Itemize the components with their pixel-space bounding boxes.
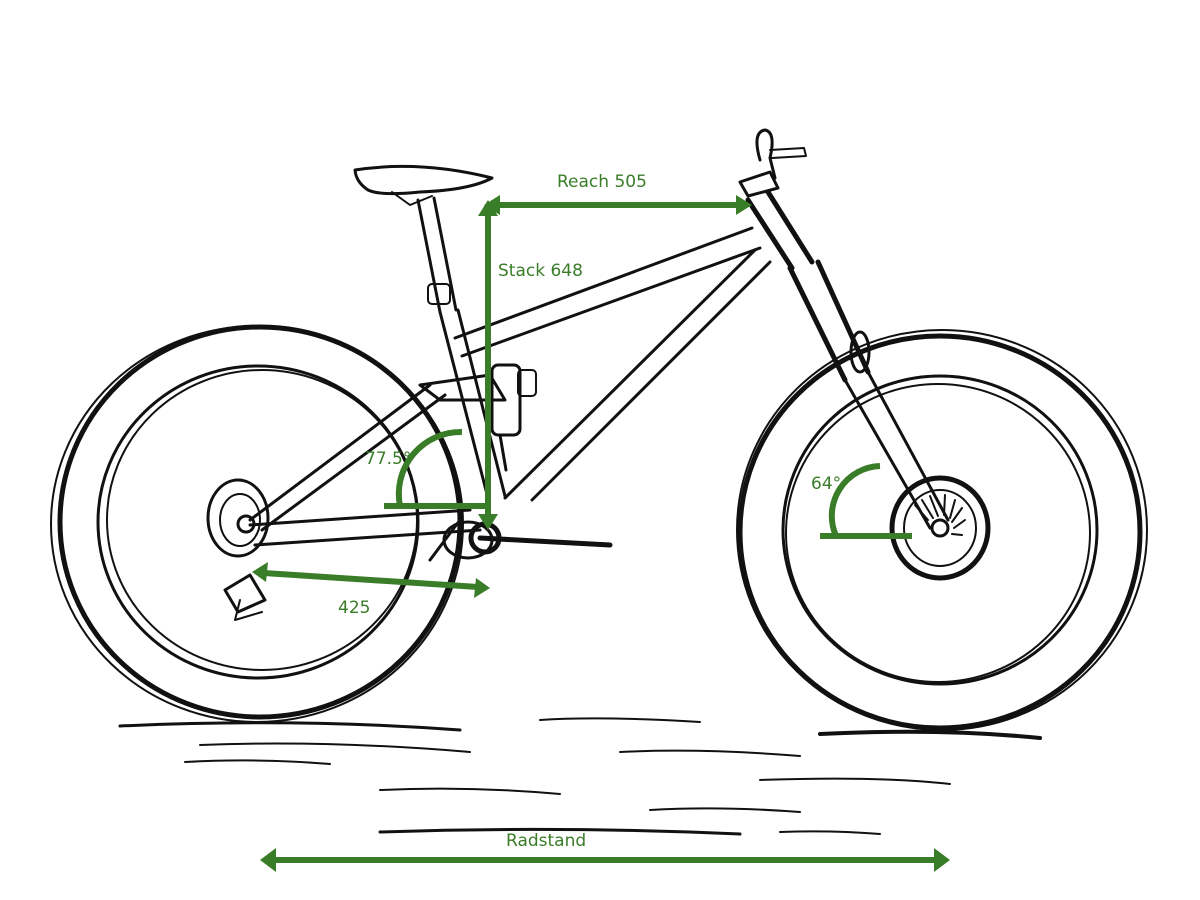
front-wheel — [736, 329, 1148, 731]
frame — [223, 189, 815, 621]
chainstay-dimension: 425 — [252, 562, 490, 618]
bike-sketch — [50, 128, 1148, 836]
seat-angle-dimension: 77.5° — [365, 428, 488, 509]
dimension-annotations: Reach 505 Stack 648 77.5° 64° 425 — [252, 172, 950, 872]
seat-angle-label: 77.5° — [365, 449, 411, 469]
wheelbase-dimension: Radstand — [260, 831, 950, 872]
stack-dimension: Stack 648 — [478, 200, 583, 530]
chainstay-label: 425 — [338, 598, 370, 618]
ground-shadow — [118, 717, 1042, 836]
head-angle-dimension: 64° — [811, 463, 912, 539]
reach-label: Reach 505 — [557, 172, 647, 192]
wheelbase-label: Radstand — [506, 831, 586, 851]
reach-dimension: Reach 505 — [484, 172, 752, 215]
stack-label: Stack 648 — [498, 261, 583, 281]
front-hub — [889, 475, 991, 581]
head-angle-label: 64° — [811, 474, 841, 494]
fork-cockpit — [738, 128, 950, 530]
saddle — [353, 164, 494, 314]
